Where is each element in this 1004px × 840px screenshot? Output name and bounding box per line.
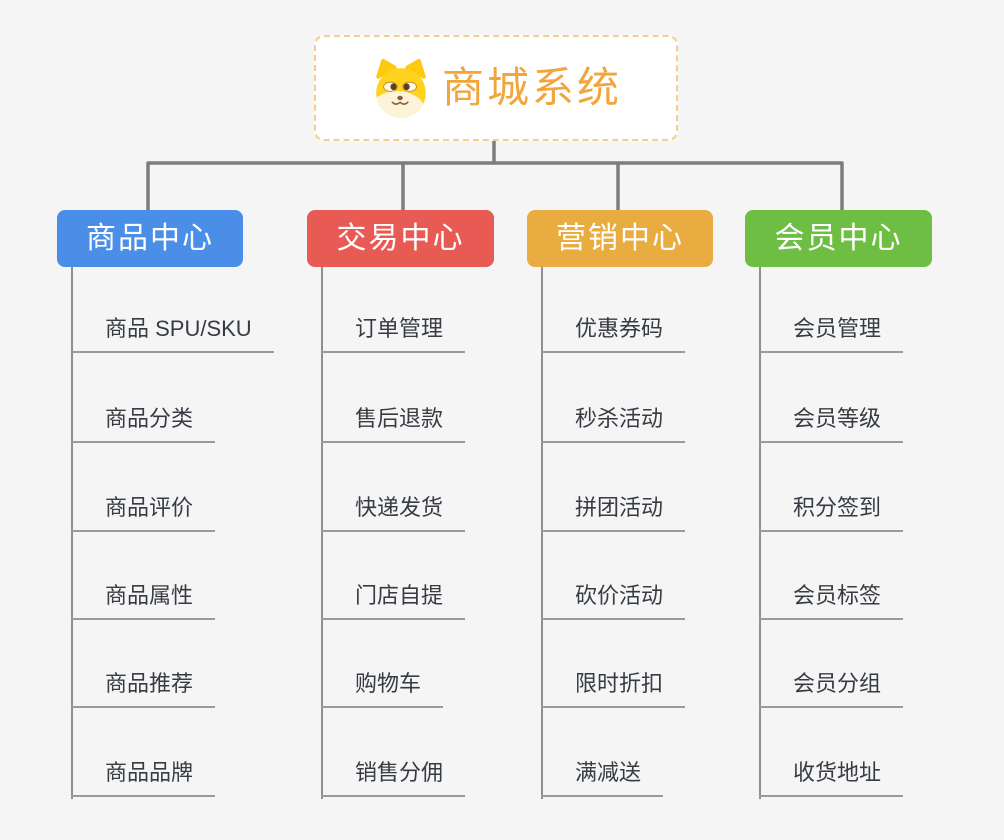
leaf-node[interactable]: 会员分组 [759, 668, 904, 708]
leaf-node[interactable]: 秒杀活动 [541, 403, 686, 443]
leaf-node[interactable]: 销售分佣 [321, 757, 466, 797]
leaf-node[interactable]: 商品评价 [71, 492, 216, 532]
leaf-node[interactable]: 商品品牌 [71, 757, 216, 797]
branch-node-trade[interactable]: 交易中心 [307, 210, 494, 267]
leaf-node[interactable]: 砍价活动 [541, 580, 686, 620]
leaf-node[interactable]: 门店自提 [321, 580, 466, 620]
leaf-node[interactable]: 会员管理 [759, 313, 904, 353]
branch-node-marketing[interactable]: 营销中心 [527, 210, 713, 267]
leaf-node[interactable]: 会员标签 [759, 580, 904, 620]
branch-node-members[interactable]: 会员中心 [745, 210, 932, 267]
branch-trunk-line [321, 267, 323, 799]
leaf-node[interactable]: 商品属性 [71, 580, 216, 620]
leaf-node[interactable]: 会员等级 [759, 403, 904, 443]
branch-trunk-line [759, 267, 761, 799]
leaf-node[interactable]: 优惠券码 [541, 313, 686, 353]
leaf-node[interactable]: 收货地址 [759, 757, 904, 797]
branch-trunk-line [71, 267, 73, 799]
leaf-node[interactable]: 拼团活动 [541, 492, 686, 532]
leaf-node[interactable]: 售后退款 [321, 403, 466, 443]
leaf-node[interactable]: 商品推荐 [71, 668, 216, 708]
leaf-node[interactable]: 订单管理 [321, 313, 466, 353]
leaf-node[interactable]: 购物车 [321, 668, 444, 708]
branch-node-products[interactable]: 商品中心 [57, 210, 243, 267]
root-title: 商城系统 [441, 64, 622, 111]
dog-face-icon [376, 58, 426, 118]
leaf-node[interactable]: 商品 SPU/SKU [71, 313, 274, 353]
leaf-node[interactable]: 满减送 [541, 757, 664, 797]
leaf-node[interactable]: 快递发货 [321, 492, 466, 532]
branch-trunk-line [541, 267, 543, 799]
root-node[interactable]: 商城系统 [314, 35, 678, 141]
leaf-node[interactable]: 商品分类 [71, 403, 216, 443]
leaf-node[interactable]: 限时折扣 [541, 668, 686, 708]
leaf-node[interactable]: 积分签到 [759, 492, 904, 532]
